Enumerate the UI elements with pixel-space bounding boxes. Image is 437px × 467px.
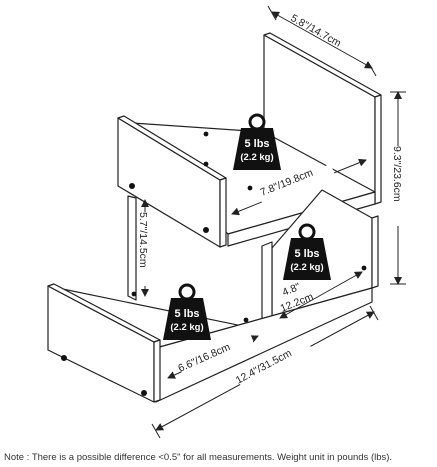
weight-icon-right: 5 lbs (2.2 kg) <box>281 223 333 282</box>
depth-label: 5.8"/14.7cm <box>289 12 344 50</box>
svg-text:(2.2 kg): (2.2 kg) <box>290 262 323 273</box>
svg-text:(2.2 kg): (2.2 kg) <box>170 322 203 333</box>
svg-text:5 lbs: 5 lbs <box>294 248 319 260</box>
weight-icon-bottom: 5 lbs (2.2 kg) <box>161 283 213 342</box>
total-height-label: 9.3"/23.6cm <box>391 146 403 202</box>
left-vertical-panel <box>127 195 137 301</box>
svg-text:5 lbs: 5 lbs <box>174 308 199 320</box>
right-opening-dim-line <box>279 271 363 319</box>
svg-text:(2.2 kg): (2.2 kg) <box>240 152 273 163</box>
screw-holes <box>61 131 367 396</box>
depth-dim-line <box>271 11 373 69</box>
middle-height-label: 5.7"/14.5cm <box>137 212 149 268</box>
svg-text:5 lbs: 5 lbs <box>244 138 269 150</box>
measurement-note: Note : There is a possible difference <0… <box>4 452 393 463</box>
weight-icon-top: 5 lbs (2.2 kg) <box>231 113 283 172</box>
